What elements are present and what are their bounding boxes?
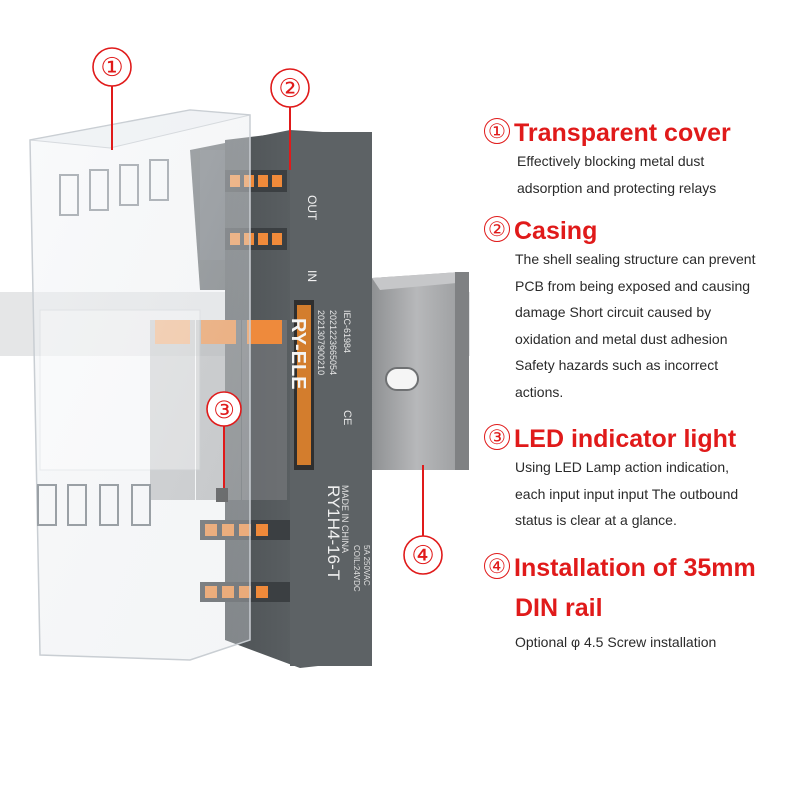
feature-title-text: Transparent cover [514,119,731,147]
feature-line: PCB from being exposed and causing [515,277,751,294]
ce-mark: CE [341,410,353,425]
housing-model-labels: RY1H4-16-T MADE IN CHINA COIL:24VDC 5A 2… [324,485,371,592]
housing-patent-labels: 2021307900210 2021223665054 IEC-61984 CE [316,310,353,425]
feature-line: actions. [515,383,564,400]
feature-description: Using LED Lamp action indication, each i… [515,454,800,534]
callout-2-number: ② [278,74,301,104]
standard-label: IEC-61984 [342,310,352,353]
rating-line-1: COIL:24VDC [352,545,361,592]
housing-labels-top: OUT IN [305,195,319,282]
feature-line: adsorption and protecting relays [517,179,717,196]
feature-line: each input input input The outbound [515,485,739,502]
model-label: RY1H4-16-T [324,485,343,580]
transparent-cover [29,109,251,661]
feature-line: Using LED Lamp action indication, [515,459,730,475]
feature-line: status is clear at a glance. [515,512,677,528]
feature-number: ① [484,118,510,144]
feature-title-text: Installation of 35mm [514,554,756,582]
brand-logo: RY-ELE [287,318,309,390]
patent-line-1: 2021307900210 [316,310,326,375]
rating-line-2: 5A 250VAC [362,545,371,586]
feature-number: ④ [484,553,510,579]
callout-3: ③ [206,391,242,488]
callout-3-number: ③ [213,396,235,424]
origin-label: MADE IN CHINA [340,485,350,553]
feature-line: Effectively blocking metal dust [517,153,705,169]
feature-line: Optional φ 4.5 Screw installation [515,634,717,650]
feature-line: Safety hazards such as incorrect [515,357,719,373]
feature-line: oxidation and metal dust adhesion [515,330,728,347]
feature-title-text: Casing [514,217,598,245]
feature-description: Optional φ 4.5 Screw installation [515,629,800,656]
port-out-label: OUT [305,195,319,221]
housing-brand-labels: RY-ELE [287,318,309,390]
feature-number: ② [484,216,510,242]
mounting-hole [385,367,419,391]
feature-line: damage Short circuit caused by [515,304,712,320]
callout-2: ② [270,68,310,170]
port-in-label: IN [305,270,319,282]
feature-line: The shell sealing structure can prevent [515,251,756,267]
feature-number: ③ [484,424,510,450]
callout-4: ④ [403,465,443,575]
feature-title-line2: DIN rail [515,594,603,622]
callout-1: ① [92,47,132,150]
callout-4-number: ④ [411,541,434,571]
feature-description: Effectively blocking metal dust adsorpti… [517,148,800,201]
feature-description: The shell sealing structure can prevent … [515,246,800,405]
feature-title-text: LED indicator light [514,425,737,453]
callout-1-number: ① [100,53,123,83]
patent-line-2: 2021223665054 [328,310,338,375]
